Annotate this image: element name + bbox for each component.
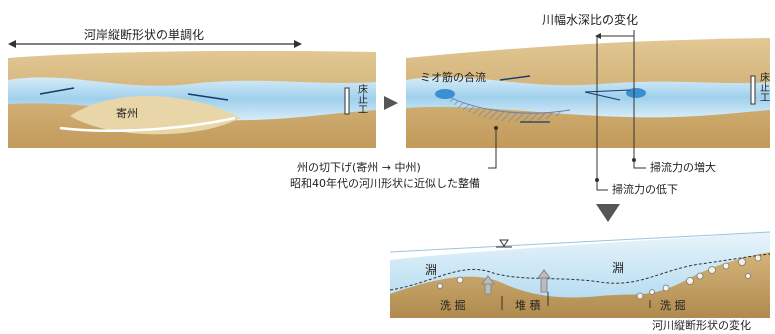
merge-pool-right <box>626 88 646 98</box>
groundsill-bar-right <box>750 75 756 105</box>
former-bed-line <box>389 253 771 291</box>
pebbles <box>437 254 762 300</box>
erosion-left-label: 洗 掘 <box>440 299 466 312</box>
river-channel-right <box>406 77 770 118</box>
water-level-mark <box>499 239 509 247</box>
river-channel <box>8 77 376 121</box>
bottom-caption: 河川縦断形状の変化 <box>652 319 751 332</box>
groundsill-label-left: 床止工 <box>358 85 368 116</box>
pool-left-label: 淵 <box>425 263 438 277</box>
pool-right-label: 淵 <box>612 261 625 275</box>
top-right-panel <box>406 30 770 191</box>
deposition-label: 堆 積 <box>515 299 541 312</box>
merge-label: ミオ筋の合流 <box>420 71 486 84</box>
down-arrow <box>596 204 620 222</box>
hatched-cut-area <box>440 92 570 122</box>
groundsill-bar-left <box>344 87 350 115</box>
top-left-heading: 河岸縦断形状の単調化 <box>84 28 205 42</box>
scour-increase-label: 掃流力の増大 <box>650 161 716 174</box>
bottom-profile-panel <box>389 231 771 318</box>
sandbar-label: 寄州 <box>116 107 138 120</box>
riverbed <box>390 252 770 318</box>
top-left-panel <box>8 40 376 148</box>
top-right-heading: 川幅水深比の変化 <box>542 13 639 27</box>
groundsill-label-right: 床止工 <box>760 73 770 104</box>
right-arrow <box>384 96 398 110</box>
erosion-right-label: 洗 掘 <box>660 299 686 312</box>
cut-note-line1: 州の切下げ(寄州 → 中州) <box>297 161 421 174</box>
merge-pool-left <box>435 89 455 99</box>
scour-decrease-label: 掃流力の低下 <box>612 183 678 196</box>
cut-note-line2: 昭和40年代の河川形状に近似した整備 <box>290 177 480 190</box>
